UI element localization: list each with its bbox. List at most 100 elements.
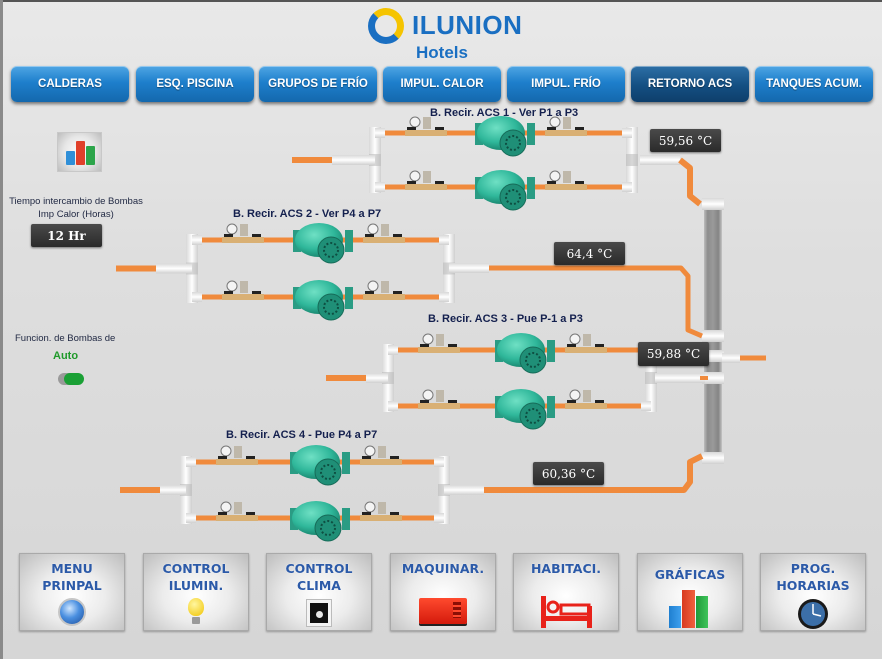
pressure-gauge-icon — [220, 445, 232, 457]
charts-button[interactable] — [57, 132, 102, 172]
pressure-gauge-icon — [569, 389, 581, 401]
clock-icon — [798, 599, 828, 629]
pump-flange — [345, 230, 353, 252]
valve-body — [363, 294, 405, 300]
valve-handle — [448, 344, 457, 347]
pressure-gauge-icon — [569, 333, 581, 345]
white-pipe — [449, 263, 489, 273]
white-pipe — [640, 155, 680, 165]
valve-actuator — [423, 171, 431, 183]
pump-fan-cover — [499, 183, 527, 211]
pump-fan-cover — [314, 458, 342, 486]
valve-body — [363, 237, 405, 243]
collector-joint — [702, 198, 724, 210]
exchange-time-value[interactable]: 12 Hr — [31, 224, 102, 247]
bottom-maquinaria[interactable]: MAQUINAR. — [390, 553, 496, 631]
label-line: PRINPAL — [42, 578, 102, 593]
valve-handle — [362, 512, 371, 515]
logo-ring-icon — [368, 8, 404, 44]
label-line: GRÁFICAS — [654, 567, 726, 582]
valve-body — [216, 459, 258, 465]
nav-retorno-acs[interactable]: RETORNO ACS — [631, 66, 749, 102]
pipe-joint — [438, 484, 450, 496]
return-collector — [704, 198, 722, 464]
valve-actuator — [563, 171, 571, 183]
toggle-knob — [64, 373, 84, 385]
window-top-border — [0, 0, 882, 2]
temperature-acs-2: 64,4 °C — [554, 242, 625, 265]
bottom-label: HABITACI. — [514, 560, 618, 577]
valve-handle — [246, 456, 255, 459]
white-pipe — [439, 292, 449, 302]
valve-handle — [393, 234, 402, 237]
bottom-graficas[interactable]: GRÁFICAS — [637, 553, 743, 631]
pressure-gauge-icon — [409, 170, 421, 182]
pump-mode-toggle[interactable] — [58, 373, 84, 385]
valve-actuator — [240, 281, 248, 293]
pump-motor-icon — [295, 223, 343, 257]
valve-handle — [547, 181, 556, 184]
nav-tanques-acum[interactable]: TANQUES ACUM. — [755, 66, 873, 102]
pipe-joint — [186, 262, 198, 275]
valve-handle — [567, 400, 576, 403]
valve-actuator — [234, 502, 242, 514]
pump-fan-grill — [505, 135, 521, 151]
valve-handle — [407, 181, 416, 184]
bottom-habitaciones[interactable]: HABITACI. — [513, 553, 619, 631]
white-pipe — [626, 127, 638, 193]
top-nav: CALDERAS ESQ. PISCINA GRUPOS DE FRÍO IMP… — [11, 66, 881, 102]
white-pipe — [722, 353, 740, 363]
pump-fan-grill — [320, 520, 336, 536]
valve-body — [222, 237, 264, 243]
pump-flange — [342, 508, 350, 530]
valve-actuator — [381, 281, 389, 293]
pressure-gauge-icon — [226, 223, 238, 235]
white-pipe — [332, 155, 375, 165]
pump-motor-icon — [477, 116, 525, 150]
white-pipe — [369, 127, 381, 193]
white-pipe — [156, 263, 192, 274]
valve-handle — [218, 456, 227, 459]
valve-handle — [420, 400, 429, 403]
valve-handle — [252, 291, 261, 294]
pump-flange — [293, 230, 301, 252]
bottom-prog-horarias[interactable]: PROG.HORARIAS — [760, 553, 866, 631]
pump-flange — [293, 287, 301, 309]
white-pipe — [375, 128, 385, 138]
label-line: CLIMA — [297, 578, 341, 593]
valve-actuator — [378, 446, 386, 458]
nav-calderas[interactable]: CALDERAS — [11, 66, 129, 102]
valve-body — [418, 347, 460, 353]
pressure-gauge-icon — [364, 445, 376, 457]
pipe-joint — [369, 154, 381, 166]
bar-chart-icon — [66, 151, 75, 165]
valve-actuator — [583, 390, 591, 402]
valve-handle — [435, 127, 444, 130]
logo-subtitle: Hotels — [416, 43, 468, 62]
nav-grupos-de-frio[interactable]: GRUPOS DE FRÍO — [259, 66, 377, 102]
collector-joint — [702, 330, 724, 342]
pump-mode-status: Auto — [53, 350, 79, 362]
pump-motor-icon — [292, 445, 340, 479]
nav-impul-frio[interactable]: IMPUL. FRÍO — [507, 66, 625, 102]
valve-handle — [390, 512, 399, 515]
white-pipe — [388, 345, 398, 355]
pump-flange — [547, 340, 555, 362]
bottom-label: MAQUINAR. — [391, 560, 495, 577]
white-pipe — [622, 128, 632, 138]
nav-esq-piscina[interactable]: ESQ. PISCINA — [136, 66, 254, 102]
nav-impul-calor[interactable]: IMPUL. CALOR — [383, 66, 501, 102]
label-line: CONTROL — [162, 561, 230, 576]
bar-chart-icon — [669, 588, 711, 628]
pump-fan-grill — [320, 464, 336, 480]
pump-flange — [527, 177, 535, 199]
valve-body — [565, 403, 607, 409]
generator-icon — [419, 598, 467, 624]
light-bulb-icon — [188, 598, 204, 626]
pump-group-4-title: B. Recir. ACS 4 - Pue P4 a P7 — [226, 429, 378, 441]
